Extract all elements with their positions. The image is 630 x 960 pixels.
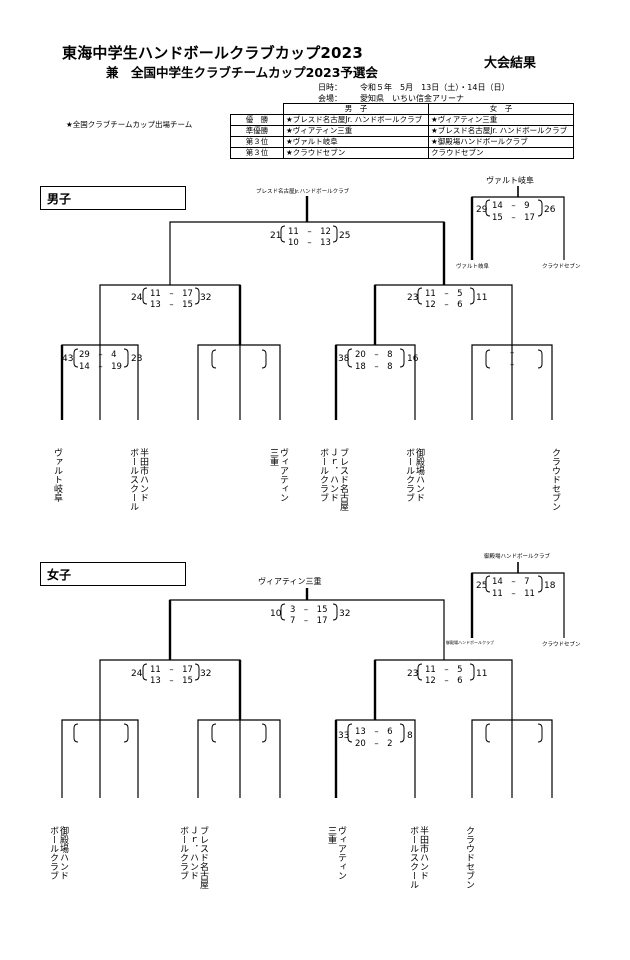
boys-semi-left-right-total: 32	[200, 293, 212, 303]
girls-semi-left-half1: 11 – 17	[150, 665, 193, 675]
girls-semi-right-half2: 12 – 6	[425, 676, 463, 686]
boys-third-half1: 14 – 9	[492, 201, 530, 211]
girls-team-1: 御殿場ハンド ボールクラブ	[48, 826, 68, 880]
girls-third-left-team: 御殿場ハンドボールクラブ	[446, 640, 494, 645]
boys-final-right-total: 25	[339, 231, 351, 241]
boys-champion-label: ブレスド名古屋Jr.ハンドボールクラブ	[256, 189, 350, 195]
girls-final-left-total: 10	[270, 609, 282, 619]
girls-third-half2: 11 – 11	[492, 589, 535, 599]
boys-team-4: ブレスド名古屋 Ｊｒ．ハンド ボールクラブ	[318, 448, 348, 511]
result-label: 大会結果	[484, 56, 537, 71]
boys-q3-left-total: 38	[338, 354, 350, 364]
girls-semi-left-left-total: 24	[131, 669, 143, 679]
girls-third-right-team: クラウドセブン	[542, 642, 581, 648]
venue-value: 愛知県 いちい信金アリーナ	[360, 94, 464, 103]
tournament-subtitle: 兼 全国中学生クラブチームカップ2023予選会	[106, 65, 378, 80]
girls-final-half1: 3 – 15	[290, 605, 328, 615]
girls-team-4: 半田市ハンド ボールスクール	[408, 826, 428, 889]
boys-semi-right-left-total: 23	[407, 293, 419, 303]
boys-final-half2: 10 – 13	[288, 238, 331, 248]
boys-q3-half1: 20 – 8	[355, 350, 393, 360]
girls-semi-left-half2: 13 – 15	[150, 676, 193, 686]
girls-semi-right-right-total: 11	[476, 669, 488, 679]
girls-third-half1: 14 – 7	[492, 577, 530, 587]
girls-third-right-total: 18	[544, 581, 556, 591]
boys-q1-half1: 29 – 4	[79, 350, 117, 360]
table-row: 準優勝 ★ヴィアティン三重 ★ブレスド名古屋Jr. ハンドボールクラブ	[230, 125, 574, 137]
date-label: 日時：	[318, 83, 342, 92]
girls-final-right-total: 32	[339, 609, 351, 619]
boys-semi-left-left-total: 24	[131, 293, 143, 303]
boys-section-label: 男子	[40, 186, 186, 210]
boys-q1-half2: 14 – 19	[79, 362, 122, 372]
girls-section-label: 女子	[40, 562, 186, 586]
boys-semi-right-half2: 12 – 6	[425, 300, 463, 310]
boys-semi-right-half1: 11 – 5	[425, 289, 463, 299]
boys-team-5: 御殿場ハンド ボールクラブ	[404, 448, 424, 502]
table-row: 第３位 ★ヴァルト岐阜 ★御殿場ハンドボールクラブ	[230, 136, 574, 148]
boys-team-2: 半田市ハンド ボールスクール	[128, 448, 148, 511]
girls-q3-right-total: 8	[407, 731, 413, 741]
boys-q1-right-total: 23	[131, 354, 143, 364]
qualified-note: ★全国クラブチームカップ出場チーム	[66, 120, 193, 129]
boys-final-left-total: 21	[270, 231, 282, 241]
boys-q4-half2: –	[510, 360, 515, 370]
boys-team-3: ヴィアティン 三重	[268, 448, 288, 502]
date-value: 令和５年 5月 13日（土）・14日（日）	[360, 83, 510, 92]
tournament-title: 東海中学生ハンドボールクラブカップ2023	[62, 44, 363, 62]
girls-final-half2: 7 – 17	[290, 616, 328, 626]
boys-third-right-team: クラウドセブン	[542, 264, 581, 270]
girls-third-winner-label: 御殿場ハンドボールクラブ	[484, 554, 551, 560]
girls-q3-left-total: 33	[338, 731, 350, 741]
boys-third-half2: 15 – 17	[492, 213, 535, 223]
girls-team-cell: クラウドセブン	[428, 147, 574, 159]
boys-final-half1: 11 – 12	[288, 227, 331, 237]
boys-team-6: クラウドセブン	[550, 448, 560, 511]
boys-third-left-total: 29	[476, 205, 488, 215]
boys-third-winner-label: ヴァルト岐阜	[486, 176, 534, 185]
table-row: 第３位 ★クラウドセブン クラウドセブン	[230, 147, 574, 159]
boys-semi-left-half2: 13 – 15	[150, 300, 193, 310]
girls-semi-left-right-total: 32	[200, 669, 212, 679]
boys-third-left-team: ヴァルト岐阜	[456, 264, 490, 270]
boys-q3-right-total: 16	[407, 354, 419, 364]
boys-semi-right-right-total: 11	[476, 293, 488, 303]
boys-q3-half2: 18 – 8	[355, 362, 393, 372]
girls-team-3: ヴィアティン 三重	[326, 826, 346, 880]
girls-semi-right-left-total: 23	[407, 669, 419, 679]
results-table: 男 子 女 子 優 勝 ★ブレスド名古屋Jr. ハンドボールクラブ ★ヴィアティ…	[230, 103, 574, 159]
girls-third-left-total: 25	[476, 581, 488, 591]
boys-third-right-total: 26	[544, 205, 556, 215]
boys-q1-left-total: 43	[62, 354, 74, 364]
girls-q3-half1: 13 – 6	[355, 727, 393, 737]
girls-q3-half2: 20 – 2	[355, 739, 393, 749]
girls-team-5: クラウドセブン	[464, 826, 474, 889]
girls-semi-right-half1: 11 – 5	[425, 665, 463, 675]
boys-semi-left-half1: 11 – 17	[150, 289, 193, 299]
boys-team-1: ヴァルト岐阜	[52, 448, 62, 502]
boys-q4-half1: –	[510, 348, 515, 358]
girls-champion-label: ヴィアティン三重	[258, 577, 322, 586]
venue-label: 会場：	[318, 94, 342, 103]
girls-team-2: ブレスド名古屋 Ｊｒ．ハンド ボールクラブ	[178, 826, 208, 889]
